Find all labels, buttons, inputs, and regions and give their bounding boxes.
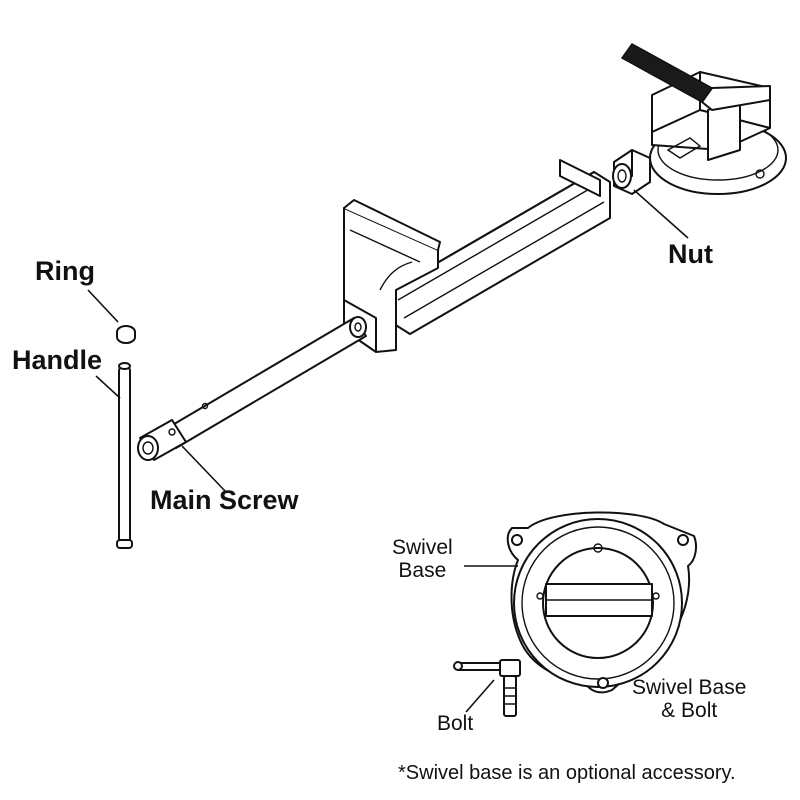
- main-screw-label: Main Screw: [150, 485, 299, 515]
- bolt-label: Bolt: [437, 712, 474, 735]
- ring-part: [116, 325, 136, 344]
- swivel-base-bolt-label-line2: & Bolt: [661, 699, 718, 722]
- movable-jaw: [343, 159, 611, 353]
- swivel-base-label-line1: Swivel: [392, 536, 453, 559]
- bolt-part: [453, 659, 521, 717]
- ring-label: Ring: [35, 256, 95, 286]
- swivel-base-bolt-label-line1: Swivel Base: [632, 676, 747, 699]
- footnote: *Swivel base is an optional accessory.: [398, 762, 736, 784]
- handle-part: [116, 362, 133, 549]
- vise-body: [620, 43, 787, 195]
- nut-leader: [633, 189, 689, 239]
- nut-part: [612, 149, 651, 195]
- bolt-leader: [465, 679, 495, 713]
- main-screw-leader: [181, 445, 227, 493]
- main-screw-part: [137, 316, 367, 461]
- handle-leader: [95, 375, 121, 399]
- nut-label: Nut: [668, 239, 713, 269]
- swivel-base-label-line2: Base: [398, 559, 447, 582]
- handle-label: Handle: [12, 345, 103, 375]
- swivel-base-label: Swivel Base: [392, 536, 453, 582]
- ring-leader: [87, 289, 119, 323]
- swivel-base-part: [506, 511, 697, 694]
- swivel-base-bolt-label: Swivel Base & Bolt: [632, 676, 746, 722]
